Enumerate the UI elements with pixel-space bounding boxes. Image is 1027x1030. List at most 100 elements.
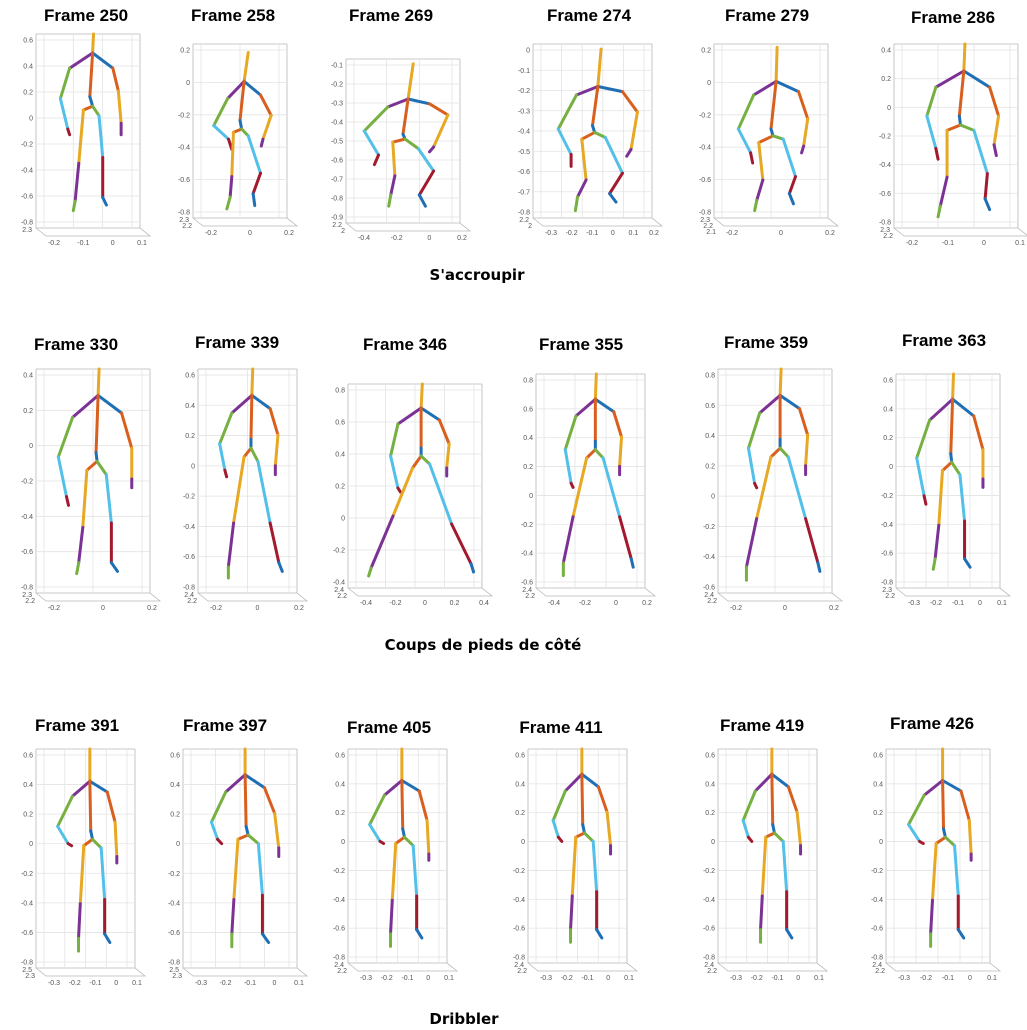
bone-arm-left-upper: [922, 779, 945, 797]
x-tick-label: 0: [256, 605, 260, 612]
bone-arm-right-upper: [406, 97, 432, 106]
bone-arm-right-fore: [262, 786, 277, 815]
x-tick-label: 0.2: [642, 600, 652, 607]
y-tick-label: -0.8: [703, 955, 715, 962]
z-tick-label: 2.4: [184, 592, 194, 599]
z-tick-label: 2.2: [337, 593, 347, 600]
x-tick-label: -0.2: [389, 600, 401, 607]
x-tick-label: 0.4: [479, 600, 489, 607]
z-tick-label: 2.2: [187, 598, 197, 605]
y-tick-label: 0.4: [883, 406, 893, 413]
x-tick-label: -0.2: [205, 230, 217, 237]
y-tick-label: -0.4: [871, 897, 883, 904]
x-tick-label: -0.2: [930, 600, 942, 607]
y-tick-label: 0: [29, 841, 33, 848]
bone-hip-right: [950, 460, 962, 477]
bone-foot-left: [225, 195, 232, 211]
frame-title: Frame 258: [190, 6, 276, 25]
y-tick-label: -0.4: [21, 900, 33, 907]
x-tick-label: -0.2: [579, 600, 591, 607]
z-tick-label: 2.2: [707, 598, 717, 605]
z-tick-label: 2.2: [519, 217, 529, 224]
bone-arm-right-hand: [992, 114, 1001, 147]
x-tick-label: -0.4: [360, 600, 372, 607]
bone-thigh-left: [390, 842, 398, 902]
bone-thigh-left: [230, 130, 235, 179]
bone-arm-right-tip: [800, 144, 806, 155]
x-tick-label: -0.2: [561, 975, 573, 982]
bone-arm-right-hand: [804, 433, 810, 468]
y-tick-label: 0.4: [335, 452, 345, 459]
bone-shin-left: [744, 517, 759, 569]
bone-thigh-left: [391, 466, 415, 518]
y-tick-label: 0.4: [881, 48, 891, 55]
y-tick-label: 0.6: [883, 378, 893, 385]
y-tick-label: 0.2: [335, 484, 345, 491]
bone-arm-right-fore: [988, 85, 1001, 118]
z-tick-label: 2.2: [875, 968, 885, 975]
x-tick-label: 0: [114, 980, 118, 987]
y-tick-label: -0.6: [703, 585, 715, 592]
y-tick-label: -0.8: [331, 196, 343, 203]
bone-arm-right-fore: [428, 102, 450, 117]
bone-arm-left-upper: [71, 393, 100, 419]
bone-head: [91, 32, 96, 55]
y-tick-label: -0.8: [168, 960, 180, 967]
x-tick-label: -0.2: [48, 605, 60, 612]
bone-hip-left: [411, 454, 423, 470]
bone-arm-left-tip: [556, 835, 564, 843]
y-tick-label: -0.2: [513, 868, 525, 875]
x-tick-label: 0: [614, 600, 618, 607]
bone-arm-right-hand: [273, 812, 281, 850]
y-tick-label: 0.4: [705, 781, 715, 788]
y-tick-label: -0.6: [879, 191, 891, 198]
y-tick-label: 0.4: [23, 373, 33, 380]
y-tick-label: -0.2: [871, 868, 883, 875]
z-tick-label: 2: [341, 228, 345, 235]
bone-foot-left: [931, 557, 937, 571]
bone-hip-right: [95, 459, 108, 477]
bone-hip-left: [585, 448, 597, 460]
bone-arm-right-hand: [113, 820, 119, 858]
x-tick-label: -0.1: [586, 230, 598, 237]
y-tick-label: -0.2: [333, 868, 345, 875]
frame-title: Frame 419: [719, 716, 805, 735]
x-tick-label: 0.1: [997, 600, 1007, 607]
y-tick-label: 0: [887, 105, 891, 112]
x-tick-label: -0.3: [908, 600, 920, 607]
bone-arm-left-upper: [386, 97, 410, 109]
bone-foot-right: [251, 192, 257, 207]
bone-arm-left-tip: [934, 146, 940, 161]
y-tick-label: -0.2: [183, 494, 195, 501]
bone-arm-right-tip: [259, 137, 265, 148]
bone-arm-right-upper: [770, 772, 790, 789]
bone-arm-left-fore: [362, 105, 390, 133]
bone-hip-left: [236, 833, 250, 841]
y-tick-label: 0.2: [335, 810, 345, 817]
bone-arm-right-tip: [428, 145, 436, 154]
row-caption: S'accroupir: [429, 266, 525, 284]
frame-title: Frame 363: [901, 331, 987, 350]
row-caption: Dribbler: [429, 1010, 499, 1028]
skeleton-plot: -0.1-0.2-0.3-0.4-0.5-0.6-0.7-0.8-0.9-0.4…: [331, 58, 472, 242]
bone-arm-left-hand: [212, 124, 231, 141]
y-tick-label: 0.6: [335, 420, 345, 427]
x-tick-label: 0.2: [284, 230, 294, 237]
x-tick-label: 0.1: [132, 980, 142, 987]
y-tick-label: -0.6: [703, 926, 715, 933]
y-tick-label: -0.2: [703, 524, 715, 531]
bone-thigh-right: [256, 459, 272, 525]
bone-shin-right: [608, 171, 624, 196]
z-tick-label: 2.4: [334, 962, 344, 969]
bone-arm-left-fore: [736, 93, 756, 131]
y-tick-label: 0.4: [705, 433, 715, 440]
y-tick-label: 0.8: [705, 373, 715, 380]
x-tick-label: -0.3: [360, 975, 372, 982]
y-tick-label: -0.6: [183, 554, 195, 561]
y-tick-label: -0.4: [703, 897, 715, 904]
bone-arm-right-upper: [774, 79, 801, 94]
frame-title: Frame 330: [33, 335, 119, 354]
bone-hip-left: [945, 123, 962, 132]
y-tick-label: -0.4: [703, 554, 715, 561]
